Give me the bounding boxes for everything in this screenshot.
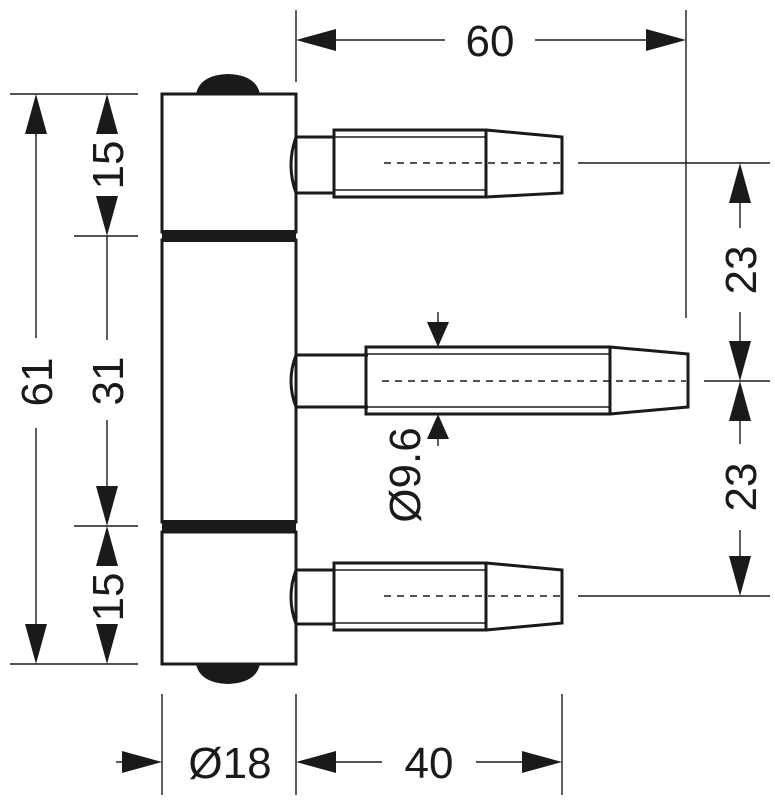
lower-pin: [289, 561, 564, 632]
dim-barrel-diameter-label: Ø18: [188, 739, 271, 788]
bottom-cap: [196, 664, 260, 684]
bottom-knuckle: [160, 530, 298, 666]
dim-upper-spacing-label: 23: [717, 246, 766, 295]
dim-pin-diameter-label: Ø9.6: [381, 427, 430, 522]
dim-bottom-knuckle-label: 15: [84, 573, 133, 622]
dim-top-knuckle-label: 15: [84, 141, 133, 190]
middle-pin: [289, 345, 690, 416]
hinge-body: [160, 74, 298, 684]
dim-pin-spacing: 23 23: [578, 162, 770, 597]
dim-total-height: 61: [10, 93, 138, 665]
upper-pin: [289, 128, 564, 199]
top-knuckle: [160, 92, 298, 234]
dim-overall-width: 60: [295, 10, 687, 318]
dim-pin-diameter: Ø9.6: [381, 312, 449, 523]
top-cap: [196, 74, 260, 94]
dim-pin-length-label: 40: [405, 739, 454, 788]
dim-knuckle-heights: 15 31 15: [74, 94, 138, 664]
middle-knuckle: [160, 238, 298, 524]
dim-total-height-label: 61: [13, 358, 62, 407]
dim-lower-spacing-label: 23: [717, 463, 766, 512]
dim-overall-width-label: 60: [466, 17, 515, 66]
dim-bottom-widths: Ø18 40: [116, 694, 563, 795]
dim-middle-knuckle-label: 31: [84, 357, 133, 406]
